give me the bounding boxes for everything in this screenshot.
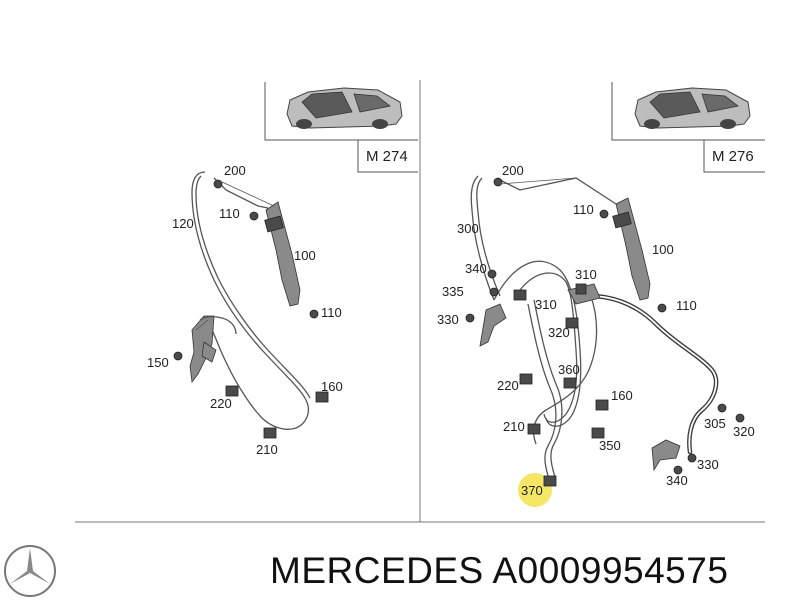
callout-label: 335 bbox=[442, 284, 464, 299]
callout-label: 210 bbox=[256, 442, 278, 457]
brand-name: MERCEDES bbox=[270, 550, 484, 591]
callout-label: 110 bbox=[573, 202, 594, 217]
callout-label: 100 bbox=[652, 242, 674, 257]
callout-label: 220 bbox=[497, 378, 519, 393]
callout-label: 350 bbox=[599, 438, 621, 453]
highlight-marker bbox=[518, 473, 552, 507]
callout-label: 340 bbox=[666, 473, 688, 488]
callout-label: 150 bbox=[147, 355, 169, 370]
callout-label: 200 bbox=[502, 163, 524, 178]
callout-label: 370 bbox=[521, 483, 543, 498]
callout-label: 100 bbox=[294, 248, 316, 263]
callout-label: 305 bbox=[704, 416, 726, 431]
callout-label: 160 bbox=[321, 379, 343, 394]
callout-label: 110 bbox=[219, 206, 240, 221]
panel-m274: M 274 200 110 120 100 110 150 160 220 21… bbox=[147, 82, 418, 457]
panel-m276: M 276 bbox=[437, 82, 765, 507]
car-silhouette-icon bbox=[286, 87, 403, 129]
callout-label: 320 bbox=[548, 325, 570, 340]
model-label: M 274 bbox=[366, 148, 408, 165]
car-silhouette-icon bbox=[634, 87, 751, 129]
callout-label: 340 bbox=[465, 261, 487, 276]
callout-label: 210 bbox=[503, 419, 525, 434]
callout-label: 360 bbox=[558, 362, 580, 377]
callout-label: 300 bbox=[457, 221, 479, 236]
callout-label: 310 bbox=[575, 267, 597, 282]
callout-label: 200 bbox=[224, 163, 246, 178]
callout-label: 110 bbox=[676, 298, 697, 313]
part-title: MERCEDES A0009954575 bbox=[270, 546, 795, 596]
callout-label: 310 bbox=[535, 297, 557, 312]
mercedes-star-icon bbox=[4, 545, 56, 597]
callout-label: 330 bbox=[437, 312, 459, 327]
model-label: M 276 bbox=[712, 148, 754, 165]
callout-label: 160 bbox=[611, 388, 633, 403]
callout-label: 220 bbox=[210, 396, 232, 411]
callout-label: 120 bbox=[172, 216, 194, 231]
part-number: A0009954575 bbox=[492, 550, 729, 591]
callout-label: 330 bbox=[697, 457, 719, 472]
callout-label: 110 bbox=[321, 305, 342, 320]
callout-label: 320 bbox=[733, 424, 755, 439]
